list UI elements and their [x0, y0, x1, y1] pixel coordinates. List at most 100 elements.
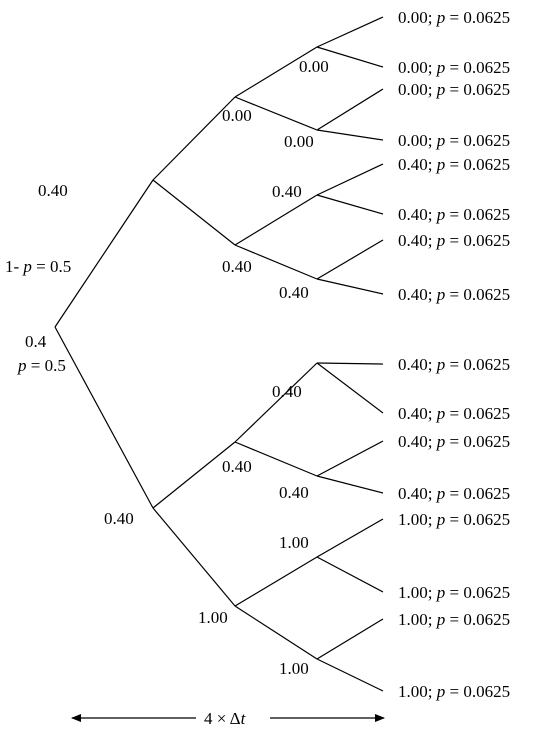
tree-edge	[234, 46, 318, 98]
level3-node-value: 0.00	[284, 132, 314, 151]
tree-edge	[316, 556, 384, 593]
leaf-prob-var: p	[436, 205, 446, 224]
leaf-label: 0.40; p = 0.0625	[398, 231, 510, 250]
down-prob-suffix: = 0.5	[27, 356, 66, 375]
leaf-separator: ;	[428, 404, 437, 423]
leaf-prob-value: = 0.0625	[445, 285, 510, 304]
leaf-prob-var: p	[436, 484, 446, 503]
level3-node-value: 1.00	[279, 533, 309, 552]
leaf-prob-value: = 0.0625	[445, 404, 510, 423]
tree-edge	[316, 362, 384, 365]
leaf-label: 0.40; p = 0.0625	[398, 432, 510, 451]
down-branch-probability: p = 0.5	[17, 356, 66, 375]
leaf-prob-var: p	[436, 80, 446, 99]
leaf-prob-var: p	[436, 155, 446, 174]
leaf-prob-value: = 0.0625	[445, 131, 510, 150]
leaf-label: 1.00; p = 0.0625	[398, 510, 510, 529]
leaf-prob-var: p	[436, 8, 446, 27]
leaf-prob-var: p	[436, 58, 446, 77]
leaf-separator: ;	[428, 285, 437, 304]
up-branch-probability: 1- p = 0.5	[5, 257, 71, 276]
leaf-separator: ;	[428, 155, 437, 174]
leaf-prob-var: p	[436, 404, 446, 423]
tree-edge	[152, 441, 236, 509]
leaf-value: 1.00	[398, 583, 428, 602]
leaf-separator: ;	[428, 131, 437, 150]
tree-edge	[316, 440, 384, 477]
leaf-label: 0.00; p = 0.0625	[398, 80, 510, 99]
tree-edges	[54, 16, 384, 692]
tree-edge	[234, 244, 318, 280]
level2-node-value: 1.00	[198, 608, 228, 627]
leaf-label: 1.00; p = 0.0625	[398, 583, 510, 602]
leaf-value: 0.40	[398, 285, 428, 304]
leaf-label: 1.00; p = 0.0625	[398, 610, 510, 629]
leaf-value: 0.40	[398, 155, 428, 174]
leaf-separator: ;	[428, 682, 437, 701]
leaf-label: 0.40; p = 0.0625	[398, 404, 510, 423]
leaf-prob-value: = 0.0625	[445, 58, 510, 77]
tree-edge	[316, 278, 384, 295]
tree-edge	[234, 194, 318, 246]
leaf-separator: ;	[428, 205, 437, 224]
level3-node-value: 0.40	[279, 483, 309, 502]
tree-edge	[152, 96, 236, 181]
leaf-separator: ;	[428, 510, 437, 529]
tree-edge	[316, 618, 384, 660]
leaf-value: 0.40	[398, 355, 428, 374]
leaf-separator: ;	[428, 231, 437, 250]
leaf-prob-value: = 0.0625	[445, 80, 510, 99]
leaf-prob-var: p	[436, 432, 446, 451]
level3-node-value: 0.40	[272, 182, 302, 201]
tree-edge	[316, 46, 384, 68]
leaf-separator: ;	[428, 58, 437, 77]
leaf-value: 0.40	[398, 404, 428, 423]
tree-edge	[316, 475, 384, 494]
tree-edge	[316, 362, 384, 414]
leaf-prob-var: p	[436, 355, 446, 374]
leaf-prob-value: = 0.0625	[445, 8, 510, 27]
leaf-value: 0.40	[398, 432, 428, 451]
leaf-value: 0.00	[398, 80, 428, 99]
level1-down-value: 0.40	[104, 509, 134, 528]
leaf-value: 1.00	[398, 682, 428, 701]
leaf-label: 0.00; p = 0.0625	[398, 8, 510, 27]
leaf-separator: ;	[428, 8, 437, 27]
leaf-prob-value: = 0.0625	[445, 682, 510, 701]
time-axis-label-prefix: 4 × Δ	[204, 709, 241, 728]
level3-node-value: 0.40	[279, 283, 309, 302]
leaf-label: 0.40; p = 0.0625	[398, 155, 510, 174]
leaf-label: 0.40; p = 0.0625	[398, 484, 510, 503]
leaf-label: 0.40; p = 0.0625	[398, 205, 510, 224]
leaf-prob-value: = 0.0625	[445, 231, 510, 250]
level3-node-value: 0.00	[299, 57, 329, 76]
root-value: 0.4	[25, 332, 47, 351]
leaf-prob-value: = 0.0625	[445, 610, 510, 629]
tree-edge	[316, 194, 384, 215]
leaf-value: 0.00	[398, 131, 428, 150]
leaf-value: 0.40	[398, 231, 428, 250]
leaf-prob-value: = 0.0625	[445, 205, 510, 224]
tree-edge	[152, 179, 236, 246]
tree-edge	[316, 658, 384, 692]
level2-node-value: 0.40	[222, 257, 252, 276]
level1-up-value: 0.40	[38, 181, 68, 200]
leaf-value: 1.00	[398, 510, 428, 529]
leaf-value: 0.40	[398, 205, 428, 224]
tree-edge	[316, 129, 384, 141]
leaf-prob-value: = 0.0625	[445, 583, 510, 602]
level3-node-value: 0.40	[272, 382, 302, 401]
tree-edge	[316, 16, 384, 48]
leaf-prob-value: = 0.0625	[445, 432, 510, 451]
leaf-separator: ;	[428, 484, 437, 503]
tree-edge	[234, 556, 318, 607]
leaf-prob-var: p	[436, 285, 446, 304]
tree-edge	[234, 362, 318, 443]
tree-edge	[54, 326, 154, 509]
leaf-value: 0.00	[398, 58, 428, 77]
level3-node-value: 1.00	[279, 659, 309, 678]
up-prob-prefix: 1-	[5, 257, 23, 276]
leaf-label: 0.00; p = 0.0625	[398, 131, 510, 150]
